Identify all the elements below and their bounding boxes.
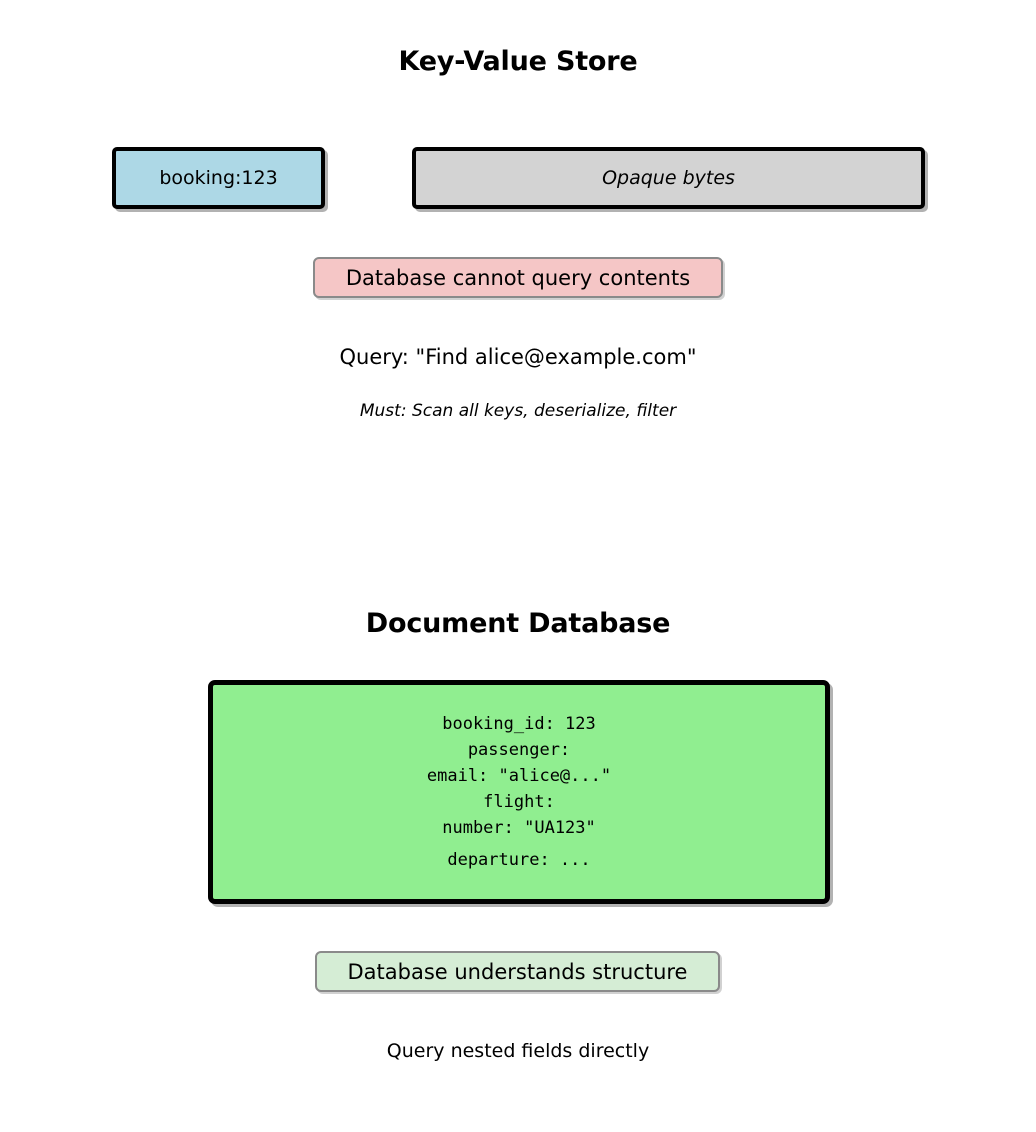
document-caption-text: Query nested fields directly [386,1040,650,1062]
key-value-store-title: Key-Value Store [398,46,638,77]
document-line: flight: [483,792,555,812]
value-box-label: Opaque bytes [602,167,735,189]
success-badge: Database understands structure [315,951,720,992]
document-line: passenger: [467,740,571,760]
document-box: booking_id: 123 passenger: email: "alice… [208,680,830,904]
query-example-text: Query: "Find alice@example.com" [339,345,697,369]
key-box: booking:123 [112,147,325,209]
document-database-title: Document Database [365,608,671,639]
value-box: Opaque bytes [412,147,925,209]
document-line: email: "alice@..." [426,766,612,786]
warning-badge: Database cannot query contents [313,257,723,298]
document-line: booking_id: 123 [442,714,596,734]
success-badge-label: Database understands structure [347,959,688,984]
key-box-label: booking:123 [159,167,278,189]
document-line: number: "UA123" [442,818,596,838]
scan-requirement-text: Must: Scan all keys, deserialize, filter [359,401,677,421]
document-line: departure: ... [447,850,591,870]
warning-badge-label: Database cannot query contents [345,265,691,290]
